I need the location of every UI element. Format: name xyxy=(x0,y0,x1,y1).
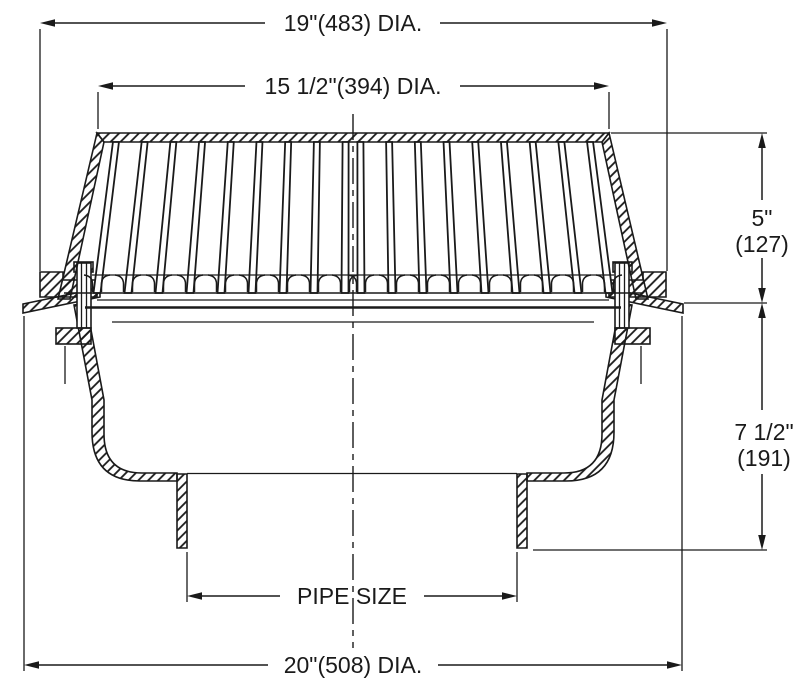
dim-20-arrow-right xyxy=(667,661,682,669)
grate-slot-foot xyxy=(347,274,375,292)
grate-slot-foot xyxy=(269,274,297,292)
grate-bar xyxy=(340,141,350,294)
dim-7-label-mm: (191) xyxy=(737,445,791,471)
grate-slot-foot xyxy=(471,274,499,292)
grate-slot-foot xyxy=(176,274,204,292)
pipe-wall-right xyxy=(516,473,528,549)
grate-bar xyxy=(309,141,321,294)
dimensions: 19"(483) DIA. 15 1/2"(394) DIA. 5" (127)… xyxy=(23,10,794,678)
dim-7-arrow-down xyxy=(758,535,766,550)
grate-slot-foot xyxy=(114,274,142,292)
dim-5-label-mm: (127) xyxy=(735,231,789,257)
grate-slot-foot xyxy=(300,274,328,292)
bolt-shank-left xyxy=(76,262,92,329)
grate-slot-feet xyxy=(83,274,623,292)
grate-rim-right xyxy=(601,131,650,300)
grate-bar xyxy=(499,141,521,294)
grate-slot-foot xyxy=(207,274,235,292)
dim-19-arrow-left xyxy=(40,19,55,27)
dim-5-arrow-down xyxy=(758,288,766,303)
dim-pipe-label: PIPE SIZE xyxy=(297,583,407,609)
grate-bar xyxy=(442,141,459,294)
grate-slot-foot xyxy=(409,274,437,292)
bolt-shank-right xyxy=(614,262,630,329)
dim-5-arrow-up xyxy=(758,133,766,148)
grate-bar xyxy=(278,141,293,294)
grate-slot-foot xyxy=(440,274,468,292)
grate-bar xyxy=(471,141,490,294)
grate-slot-foot xyxy=(378,274,406,292)
grate-bar xyxy=(185,141,207,294)
dim-15-arrow-left xyxy=(98,82,113,90)
grate-slot-foot xyxy=(238,274,266,292)
grate-slot-foot xyxy=(83,274,111,292)
grate-bar xyxy=(123,141,149,294)
dim-15-arrow-right xyxy=(594,82,609,90)
dim-20-label: 20"(508) DIA. xyxy=(284,652,423,678)
deck-flange-assembly xyxy=(22,261,684,384)
grate-bar xyxy=(413,141,428,294)
grate-slot-foot xyxy=(564,274,592,292)
grate-rim-left xyxy=(56,131,105,300)
dim-20-arrow-left xyxy=(24,661,39,669)
dim-pipe-arrow-right xyxy=(502,592,517,600)
grate-bar xyxy=(385,141,397,294)
bolt-nut-left xyxy=(55,327,92,345)
dim-pipe-arrow-left xyxy=(187,592,202,600)
dim-15-label: 15 1/2"(394) DIA. xyxy=(265,73,442,99)
grate-bar xyxy=(356,141,366,294)
grate-slot-foot xyxy=(533,274,561,292)
grate-bar xyxy=(557,141,583,294)
dim-7-label-in: 7 1/2" xyxy=(734,419,793,445)
dim-19-label: 19"(483) DIA. xyxy=(284,10,423,36)
dim-7-arrow-up xyxy=(758,303,766,318)
dim-19-arrow-right xyxy=(652,19,667,27)
drain-bowl xyxy=(73,302,633,549)
grate-bar xyxy=(247,141,264,294)
grate-bar xyxy=(216,141,235,294)
grate-bar xyxy=(154,141,178,294)
grate-bars xyxy=(92,141,614,294)
grate-slot-foot xyxy=(595,274,623,292)
bolt-nut-right xyxy=(614,327,651,345)
grate-slot-foot xyxy=(331,274,359,292)
grate-slot-foot xyxy=(502,274,530,292)
dim-5-label-in: 5" xyxy=(752,205,773,231)
pipe-wall-left xyxy=(176,473,188,549)
grate-bar xyxy=(528,141,552,294)
grate-slot-foot xyxy=(145,274,173,292)
